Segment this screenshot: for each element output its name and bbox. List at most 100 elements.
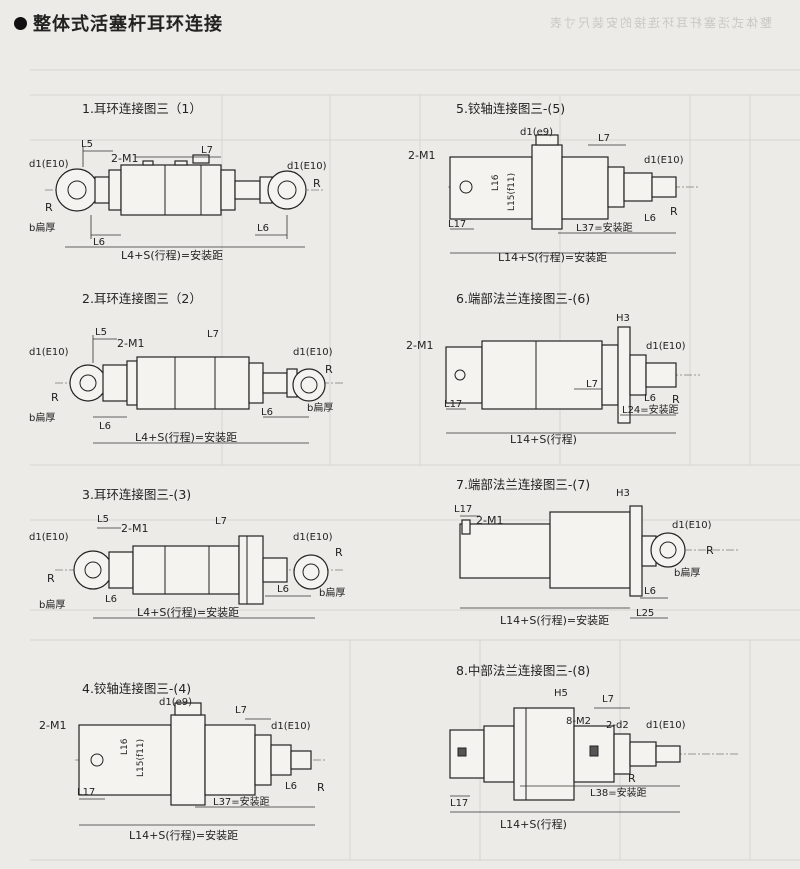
label-L17: L17 <box>454 504 472 515</box>
caption-diagram-8: 8.中部法兰连接图三-(8) <box>456 663 591 678</box>
label-L7: L7 <box>207 329 219 340</box>
label-install-distance: L4+S(行程)=安装距 <box>135 430 237 444</box>
caption-diagram-5: 5.铰轴连接图三-(5) <box>456 101 566 116</box>
label-L6-right: L6 <box>257 223 269 234</box>
label-d1-E10: d1(E10) <box>672 520 712 531</box>
label-R: R <box>670 205 678 218</box>
diagram-5-trunnion: 2-M1 d1(e9) L7 d1(E10) L16 L15(f11) L17 … <box>408 127 698 264</box>
label-d1-E10: d1(E10) <box>646 720 686 731</box>
diagram-7-end-flange: L17 2-M1 H3 d1(E10) R b扁厚 L6 L25 L14+S(行… <box>454 488 740 627</box>
diagram-1-ear-ring: L5 2-M1 L7 d1(E10) d1(E10) R R b扁厚 L6 L6… <box>29 139 327 262</box>
label-d1-E10: d1(E10) <box>646 341 686 352</box>
label-2-M1: 2-M1 <box>476 514 503 527</box>
label-d1-right: d1(E10) <box>293 532 333 543</box>
label-L7: L7 <box>235 705 247 716</box>
label-2-M1: 2-M1 <box>121 522 148 535</box>
label-R: R <box>706 544 714 557</box>
label-L7: L7 <box>602 694 614 705</box>
label-L37-install: L37=安装距 <box>576 221 633 234</box>
caption-diagram-7: 7.端部法兰连接图三-(7) <box>456 477 591 492</box>
label-b-thickness-left: b扁厚 <box>39 598 65 611</box>
label-R-right: R <box>335 546 343 559</box>
bullet-icon <box>14 16 27 30</box>
label-L6-left: L6 <box>105 594 117 605</box>
label-L6-left: L6 <box>93 237 105 248</box>
label-b-thickness-right: b扁厚 <box>319 586 345 599</box>
label-d1-left: d1(E10) <box>29 347 69 358</box>
label-L6-left: L6 <box>99 421 111 432</box>
label-d1-e9: d1(e9) <box>159 697 192 708</box>
label-L6: L6 <box>285 781 297 792</box>
label-H3: H3 <box>616 313 630 324</box>
label-2-M1: 2-M1 <box>117 337 144 350</box>
label-L5: L5 <box>95 327 107 338</box>
label-2-d2: 2-d2 <box>606 720 629 731</box>
label-install-distance: L14+S(行程)=安装距 <box>129 828 238 842</box>
label-stroke-distance: L14+S(行程) <box>510 433 577 446</box>
label-d1-E10: d1(E10) <box>271 721 311 732</box>
label-L38-install: L38=安装距 <box>590 786 647 799</box>
label-L6: L6 <box>644 393 656 404</box>
label-H5: H5 <box>554 688 568 699</box>
caption-diagram-1: 1.耳环连接图三（1） <box>82 101 202 116</box>
label-d1-left: d1(E10) <box>29 532 69 543</box>
label-L6-right: L6 <box>277 584 289 595</box>
label-L15: L15(f11) <box>507 173 517 211</box>
label-L6: L6 <box>644 213 656 224</box>
label-2-M1: 2-M1 <box>39 719 66 732</box>
label-b-thickness: b扁厚 <box>29 221 55 234</box>
diagram-2-ear-ring: L5 2-M1 L7 d1(E10) d1(E10) R R b扁厚 b扁厚 L… <box>29 327 345 444</box>
diagram-8-middle-flange: H5 L7 8-M2 2-d2 d1(E10) L17 R L38=安装距 L1… <box>449 688 740 831</box>
label-L7: L7 <box>598 133 610 144</box>
label-L7: L7 <box>586 379 598 390</box>
label-2-M1: 2-M1 <box>408 149 435 162</box>
caption-diagram-3: 3.耳环连接图三-(3) <box>82 487 192 502</box>
label-L7: L7 <box>201 145 213 156</box>
label-L16: L16 <box>120 738 130 755</box>
ghost-title: 整体式活塞杆耳环连接的安装尺寸表 <box>548 16 773 30</box>
label-b-thickness-left: b扁厚 <box>29 411 55 424</box>
diagram-6-end-flange: 2-M1 H3 d1(E10) L7 R L6 L17 L24=安装距 L14+… <box>406 313 700 446</box>
diagram-3-ear-ring: L5 2-M1 L7 d1(E10) d1(E10) R R b扁厚 b扁厚 L… <box>29 514 345 619</box>
label-d1-e9: d1(e9) <box>520 127 553 138</box>
caption-diagram-6: 6.端部法兰连接图三-(6) <box>456 291 591 306</box>
label-install-distance: L4+S(行程)=安装距 <box>137 605 239 619</box>
label-R: R <box>672 393 680 406</box>
label-stroke-distance: L14+S(行程) <box>500 818 567 831</box>
label-L17: L17 <box>444 399 462 410</box>
label-L6-right: L6 <box>261 407 273 418</box>
label-L7: L7 <box>215 516 227 527</box>
label-d1-left: d1(E10) <box>29 159 69 170</box>
label-L17: L17 <box>448 219 466 230</box>
label-H3: H3 <box>616 488 630 499</box>
label-L37-install: L37=安装距 <box>213 795 270 808</box>
label-R: R <box>317 781 325 794</box>
page-title: 整体式活塞杆耳环连接 <box>33 14 223 35</box>
label-R-right: R <box>325 363 333 376</box>
label-L17: L17 <box>450 798 468 809</box>
diagram-4-trunnion: 2-M1 d1(e9) L7 d1(E10) L16 L15(f11) L17 … <box>39 697 325 842</box>
label-R: R <box>628 772 636 785</box>
caption-diagram-2: 2.耳环连接图三（2） <box>82 291 202 306</box>
label-d1-E10: d1(E10) <box>644 155 684 166</box>
label-L25: L25 <box>636 608 654 619</box>
label-R-left: R <box>47 572 55 585</box>
caption-diagram-4: 4.铰轴连接图三-(4) <box>82 681 192 696</box>
label-2-M1: 2-M1 <box>111 152 138 165</box>
label-install-distance: L14+S(行程)=安装距 <box>498 250 607 264</box>
label-d1-right: d1(E10) <box>287 161 327 172</box>
label-L6: L6 <box>644 586 656 597</box>
label-L15: L15(f11) <box>136 739 146 777</box>
label-L24-install: L24=安装距 <box>622 403 679 416</box>
label-L16: L16 <box>491 174 501 191</box>
label-2-M1: 2-M1 <box>406 339 433 352</box>
label-b-thickness: b扁厚 <box>674 566 700 579</box>
label-install-distance: L14+S(行程)=安装距 <box>500 613 609 627</box>
page-header: 整体式活塞杆耳环连接 <box>14 8 223 38</box>
label-b-thickness-right: b扁厚 <box>307 401 333 414</box>
label-R-left: R <box>51 391 59 404</box>
label-d1-right: d1(E10) <box>293 347 333 358</box>
label-install-distance: L4+S(行程)=安装距 <box>121 248 223 262</box>
label-8-M2: 8-M2 <box>566 716 591 727</box>
